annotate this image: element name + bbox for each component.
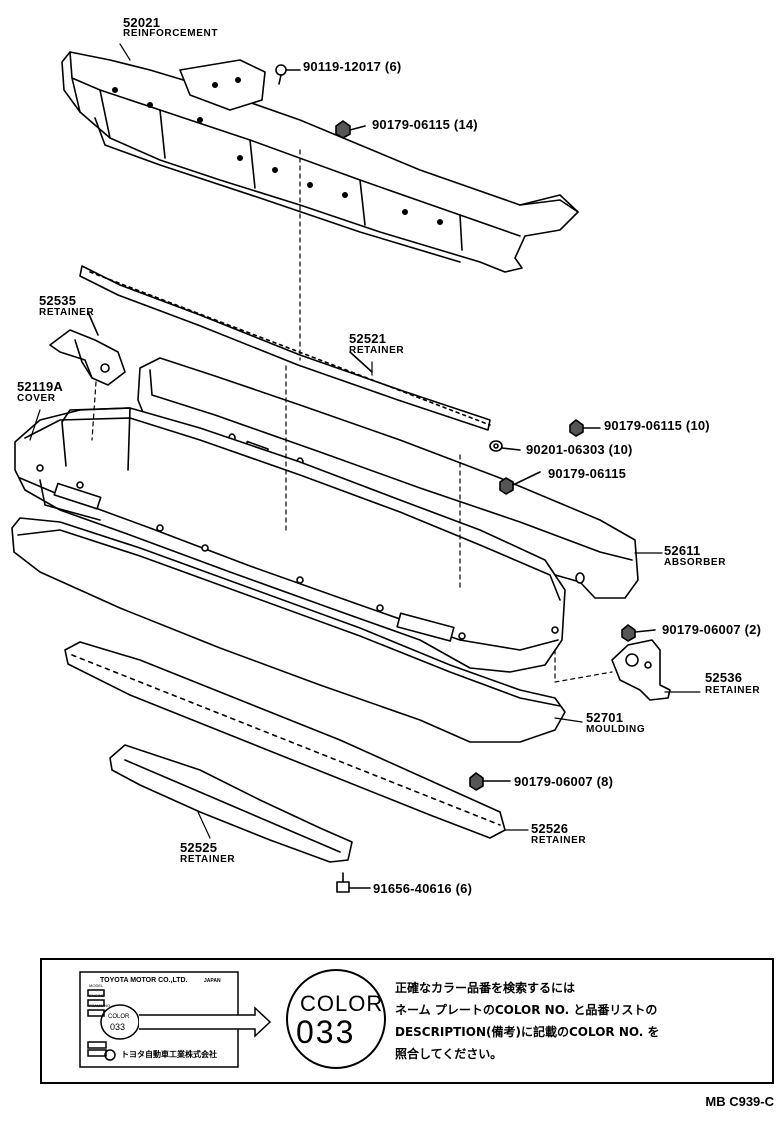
part-name-52701: MOULDING [586,724,646,735]
retainer-52525-drawing [109,744,353,863]
part-number-90179: 90179-06115 [548,466,627,481]
exploded-parts-diagram [11,43,701,893]
note-text-line-2: ネーム プレートのCOLOR NO. と品番リストの [395,1003,658,1017]
retainer-52535-drawing [49,311,126,386]
toyota-emblem-icon [104,1049,116,1061]
part-number-90119: 90119-12017 (6) [303,59,402,74]
plate-maker: TOYOTA MOTOR CO.,LTD. [100,977,188,984]
color-circle [286,969,386,1069]
nut-90179-06007-8-drawing [469,772,511,791]
part-number-90179-06007-2: 90179-06007 (2) [662,622,762,637]
part-number-90179-10: 90179-06115 (10) [604,418,710,433]
note-text-line-1: 正確なカラー品番を検索するには [395,981,576,995]
washer-90201-drawing [489,440,521,452]
plate-country: JAPAN [204,978,221,984]
retainer-52536-drawing [611,639,671,701]
drawing-code: MB C939-C [705,1094,774,1109]
nut-90179-drawing [499,471,541,495]
arrow-icon [139,1006,272,1038]
nut-90179-06007-2-drawing [621,624,656,642]
part-name-52021: REINFORCEMENT [123,28,219,39]
bolt-91656-drawing [336,872,371,893]
part-name-52119a: COVER [17,393,56,404]
part-name-52526: RETAINER [531,835,587,846]
color-note-box [40,958,774,1084]
part-number-90179-14: 90179-06115 (14) [372,117,478,132]
bolt-90119-drawing [275,64,301,85]
part-number-52526: 52526 [531,821,569,836]
part-name-52536: RETAINER [705,685,761,696]
part-number-52525: 52525 [180,840,218,855]
moulding-52701-drawing [11,517,566,743]
part-number-52521: 52521 [349,331,387,346]
part-number-90201: 90201-06303 (10) [526,442,633,457]
retainer-52521-drawing [79,265,491,431]
part-number-90179-06007-8: 90179-06007 (8) [514,774,614,789]
part-number-52535: 52535 [39,293,77,308]
nut-90179-14-drawing [335,120,366,139]
nut-90179-10-drawing [569,419,601,437]
part-number-52536: 52536 [705,670,743,685]
note-text-line-3: DESCRIPTION(備考)に記載のCOLOR NO. を [395,1025,660,1039]
plate-color-value: 033 [110,1022,126,1032]
plate-row-frame: FRAME NO. [89,1003,112,1008]
note-text-line-4: 照合してください。 [395,1047,503,1061]
cover-52119a-drawing [14,407,566,673]
plate-row-engine: ENGINE [89,993,105,998]
plate-color-label: COLOR [108,1014,130,1020]
plate-row-model: MODEL [89,983,104,988]
part-number-52021: 52021 [123,15,161,30]
color-circle-label: COLOR [300,991,384,1016]
part-number-52701: 52701 [586,710,624,725]
part-name-52535: RETAINER [39,307,95,318]
part-name-52611: ABSORBER [664,557,727,568]
reinforcement-52021-drawing [61,51,579,273]
part-number-52611: 52611 [664,543,701,558]
part-name-52521: RETAINER [349,345,405,356]
part-number-52119a: 52119A [17,379,64,394]
color-circle-value: 033 [296,1014,356,1050]
part-number-91656: 91656-40616 (6) [373,881,473,896]
part-name-52525: RETAINER [180,854,236,865]
plate-footer: トヨタ自動車工業株式会社 [121,1050,217,1059]
